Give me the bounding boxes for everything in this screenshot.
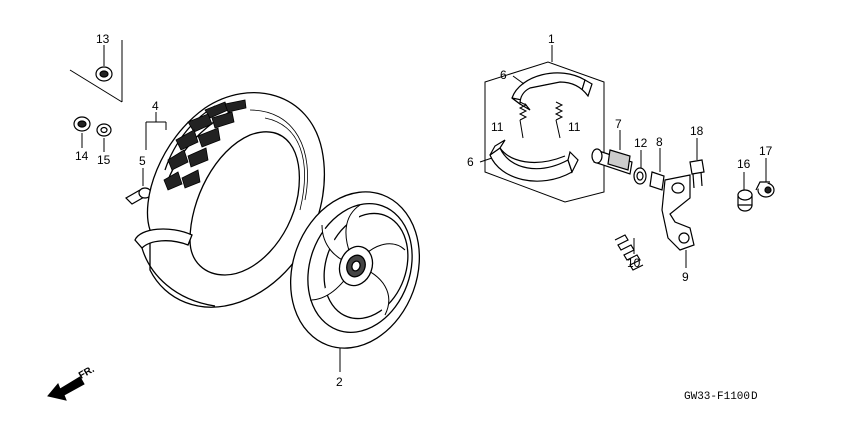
tire-sidewall-lines: [249, 109, 308, 211]
part-number-13: 13: [96, 32, 110, 46]
leader-6a: [512, 75, 525, 85]
part-number-2: 2: [336, 375, 343, 389]
brake-shoe-6-lower: [489, 139, 579, 182]
tire-cross-section: [134, 228, 216, 307]
part-13-group-bracket: [69, 40, 123, 103]
part-number-16: 16: [737, 157, 751, 171]
leader-6b: [479, 157, 493, 163]
part-number-18: 18: [690, 124, 704, 138]
front-direction-arrow-icon: [47, 376, 85, 401]
part-number-11-right: 11: [568, 120, 581, 134]
wheel-hub: [338, 245, 374, 287]
part-number-1: 1: [548, 32, 555, 46]
part-number-4: 4: [152, 99, 159, 113]
brake-shoe-6-upper: [511, 72, 593, 111]
washer-15: [96, 123, 112, 137]
nut-13: [95, 66, 113, 82]
cap-16: [737, 189, 753, 212]
brake-shoe-group-outline: [484, 61, 605, 203]
part-number-10: 10: [627, 256, 641, 270]
valve-5: [125, 187, 152, 205]
tire-tread-pattern: [163, 99, 247, 191]
part-number-11-left: 11: [491, 120, 504, 134]
part-number-7: 7: [615, 117, 622, 131]
part-number-14: 14: [75, 149, 89, 163]
part-number-5: 5: [139, 154, 146, 168]
spring-11-left: [518, 101, 528, 139]
part-number-9: 9: [682, 270, 689, 284]
brake-arm-9: [661, 174, 695, 251]
spring-11-right: [554, 101, 564, 139]
part-number-12: 12: [634, 136, 648, 150]
bolt-18: [689, 159, 705, 189]
part-number-6-lower: 6: [467, 155, 474, 169]
nut-14: [73, 116, 91, 132]
part-number-17: 17: [759, 144, 773, 158]
spring-10: [614, 234, 644, 271]
brake-cam-7: [591, 148, 633, 175]
front-direction-label: FR.: [77, 364, 97, 382]
drawing-code: GW33-F1100D: [684, 391, 758, 403]
wear-indicator-8: [649, 171, 665, 191]
leader-4: [145, 112, 167, 150]
washer-12: [633, 167, 647, 185]
joint-17: [755, 181, 775, 198]
part-number-8: 8: [656, 135, 663, 149]
part-number-6-upper: 6: [500, 68, 507, 82]
part-number-15: 15: [97, 153, 111, 167]
